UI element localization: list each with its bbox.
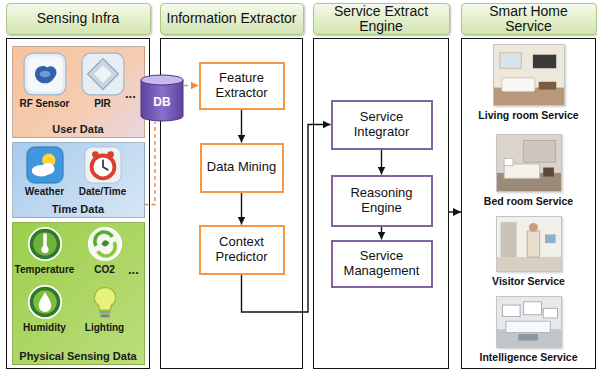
sensor-icon: Humidity (14, 284, 76, 336)
group-label: Physical Sensing Data (19, 350, 136, 362)
connector (241, 110, 242, 143)
service-tile: Living room Service (470, 44, 588, 128)
sensor-picture (27, 284, 63, 320)
group-label: User Data (52, 123, 103, 135)
sensor-picture (84, 146, 122, 184)
service-caption: Visitor Service (492, 275, 565, 287)
sensor-picture (81, 52, 125, 96)
room-picture (494, 45, 564, 105)
data-group: Physical Sensing Data Temperature CO2Humid… (12, 222, 145, 365)
sensor-icon: RF Sensor (16, 52, 74, 112)
room-picture (497, 217, 561, 271)
service-caption: Bed room Service (484, 195, 573, 207)
data-group: User Data RF Sensor PIR (12, 46, 145, 138)
room-picture (496, 296, 562, 348)
box-label: Reasoning Engine (337, 186, 427, 216)
sensor-picture (87, 284, 123, 320)
sensor-icon: Lighting (76, 284, 134, 336)
icon-caption: Date/Time (79, 186, 127, 197)
box-label: Service Management (337, 249, 427, 279)
column-heading: Service Extract Engine (313, 3, 450, 35)
room-picture (497, 135, 561, 191)
sensor-icon: Weather (16, 146, 74, 200)
sensor-picture (27, 226, 63, 262)
sensor-icon: PIR (74, 52, 132, 112)
sensor-picture (26, 146, 64, 184)
connector (184, 85, 199, 86)
box-label: Feature Extractor (205, 71, 279, 101)
icon-caption: CO2 (94, 264, 115, 275)
database-cylinder: DB (140, 74, 184, 122)
process-box: Feature Extractor (199, 62, 285, 110)
column-heading: Information Extractor (160, 3, 304, 35)
column-heading: Sensing Infra (6, 3, 151, 35)
connector (381, 150, 382, 175)
box-label: Service Integrator (337, 110, 427, 140)
db-label: DB (153, 87, 170, 109)
icon-caption: Temperature (15, 264, 75, 275)
room-picture (496, 216, 562, 272)
column-heading: Smart Home Service (461, 3, 597, 35)
connector (241, 193, 242, 225)
data-group: Time Data Weather Date/Time (12, 142, 145, 218)
icon-caption: RF Sensor (19, 98, 69, 109)
room-picture (496, 134, 562, 192)
ellipsis-mark: ... (125, 86, 136, 101)
sensor-picture (23, 52, 67, 96)
service-tile: Intelligence Service (470, 296, 588, 366)
process-box: Reasoning Engine (331, 175, 433, 227)
service-tile: Visitor Service (470, 216, 588, 290)
service-caption: Living room Service (478, 109, 578, 121)
icon-caption: Weather (25, 186, 64, 197)
label-holder: ... (125, 86, 136, 101)
connector (381, 227, 382, 240)
sensor-picture (27, 284, 63, 320)
connector (449, 211, 461, 212)
process-box: Service Integrator (331, 100, 433, 150)
sensor-picture (87, 226, 123, 262)
icon-caption: PIR (94, 98, 111, 109)
icon-caption: Humidity (23, 322, 66, 333)
sensor-picture (23, 52, 67, 96)
column-panel: Service Extract EngineService Integrator… (313, 38, 449, 369)
sensor-picture (27, 226, 63, 262)
sensor-picture (26, 146, 64, 184)
room-picture (497, 297, 561, 347)
process-box: Data Mining (200, 143, 284, 193)
label-holder: ... (128, 262, 139, 277)
sensor-picture (87, 284, 123, 320)
process-box: Service Management (331, 240, 433, 288)
group-label: Time Data (52, 203, 104, 215)
box-label: Data Mining (207, 160, 276, 175)
sensor-picture (84, 146, 122, 184)
sensor-picture (81, 52, 125, 96)
process-box: Context Predictor (199, 225, 285, 275)
service-tile: Bed room Service (470, 134, 588, 210)
icon-caption: Lighting (85, 322, 124, 333)
column-panel: Smart Home ServiceLiving room ServiceBed… (461, 38, 596, 369)
room-picture (493, 44, 565, 106)
ellipsis-mark: ... (128, 262, 139, 277)
sensor-icon: CO2 (76, 226, 134, 278)
sensor-picture (87, 226, 123, 262)
sensor-icon: Date/Time (74, 146, 132, 200)
service-caption: Intelligence Service (479, 351, 577, 363)
sensor-icon: Temperature (14, 226, 76, 278)
box-label: Context Predictor (205, 235, 279, 265)
